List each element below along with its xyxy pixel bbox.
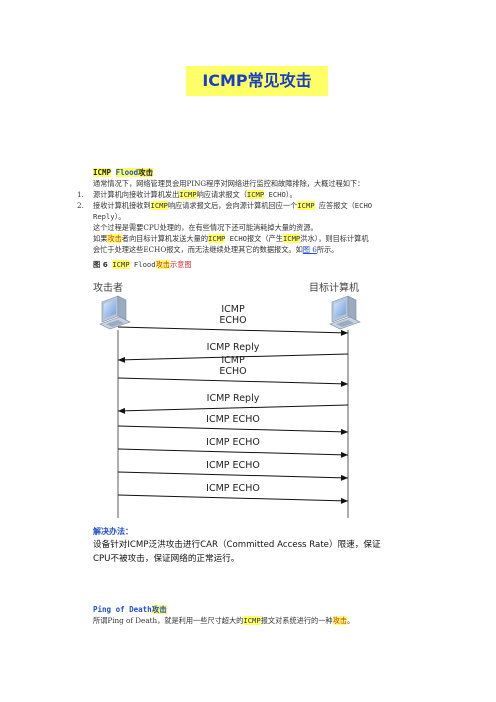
ping-of-death-paragraph: 所谓Ping of Death，就是利用一些尺寸超大的ICMP报文对系统进行的一… bbox=[93, 616, 355, 625]
solution-line-1: 设备针对ICMP泛洪攻击进行CAR（Committed Access Rate）… bbox=[93, 540, 381, 550]
message-label: ICMP ECHO bbox=[206, 483, 260, 494]
paragraph-cpu: 这个过程是需要CPU处理的，在有些情况下还可能消耗掉大量的资源。 bbox=[93, 223, 318, 232]
section-heading-icmp-flood: ICMP Flood攻击 bbox=[93, 167, 154, 178]
attacker-label: 攻击者 bbox=[93, 283, 123, 294]
page-title: ICMP常见攻击 bbox=[186, 66, 328, 96]
message-label: ICMP ECHO bbox=[206, 437, 260, 448]
step-2: 2.接收计算机接收到ICMP响应请求报文后，会向源计算机回应一个ICMP 应答报… bbox=[77, 201, 373, 210]
message-label: ICMP Reply bbox=[207, 393, 260, 404]
icmp-highlight: ICMP bbox=[179, 190, 197, 199]
heading-flood: Flood bbox=[115, 168, 139, 177]
message-arrow: ICMP Reply bbox=[117, 393, 349, 414]
solution-title: 解决办法： bbox=[93, 527, 133, 536]
icmp-highlight: ICMP bbox=[282, 234, 301, 243]
step-number: 1. bbox=[77, 190, 84, 199]
step-2-continuation: Reply）。 bbox=[93, 212, 126, 221]
step-1: 1.源计算机向接收计算机发出ICMP响应请求报文（ICMP ECHO）。 bbox=[77, 190, 297, 199]
figure-6-link[interactable]: 图 6 bbox=[302, 245, 317, 254]
target-computer-icon bbox=[329, 295, 361, 330]
attack-highlight: 攻击 bbox=[107, 234, 122, 243]
icmp-highlight: ICMP bbox=[208, 234, 226, 243]
intro-paragraph: 通常情况下，网络管理员会用PING程序对网络进行监控和故障排除，大概过程如下： bbox=[93, 179, 365, 188]
heading-attack: 攻击 bbox=[151, 605, 167, 614]
message-arrow: ICMP ECHO bbox=[117, 414, 349, 435]
solution-line-2: CPU不被攻击，保证网络的正常运行。 bbox=[93, 554, 240, 564]
attack-highlight: 攻击 bbox=[155, 260, 170, 269]
message-arrow: ICMP Reply bbox=[117, 342, 349, 363]
icmp-highlight: ICMP bbox=[112, 260, 130, 269]
icmp-highlight: ICMP bbox=[297, 201, 315, 210]
message-label: ICMP ECHO bbox=[206, 414, 260, 425]
heading-icmp: ICMP bbox=[93, 168, 112, 177]
message-arrow: ICMP ECHO bbox=[117, 460, 349, 481]
step-number: 2. bbox=[77, 201, 84, 210]
figure-number: 图 6 bbox=[93, 260, 108, 269]
target-label: 目标计算机 bbox=[309, 283, 359, 294]
message-label: ICMP ECHO bbox=[206, 460, 260, 471]
heading-attack: 攻击 bbox=[138, 168, 154, 177]
message-arrow: ICMP ECHO bbox=[117, 483, 349, 504]
icmp-highlight: ICMP bbox=[150, 201, 168, 210]
icmp-highlight: ICMP bbox=[243, 616, 261, 625]
attacker-computer-icon bbox=[99, 295, 131, 330]
figure-caption: 图 6 ICMP Flood攻击示意图 bbox=[93, 260, 192, 269]
attack-highlight: 攻击 bbox=[332, 616, 347, 625]
message-arrow: ICMP ECHO bbox=[117, 437, 349, 458]
message-label: ICMP Reply bbox=[207, 342, 260, 353]
section-heading-ping-of-death: Ping of Death攻击 bbox=[93, 605, 167, 614]
icmp-highlight: ICMP bbox=[246, 190, 265, 199]
paragraph-echo: 会忙于处理这些ECHO报文，而无法继续处理其它的数据报文。如图 6所示。 bbox=[93, 245, 339, 254]
paragraph-attack: 如果攻击者向目标计算机发送大量的ICMP ECHO报文（产生ICMP洪水），则目… bbox=[93, 234, 369, 243]
